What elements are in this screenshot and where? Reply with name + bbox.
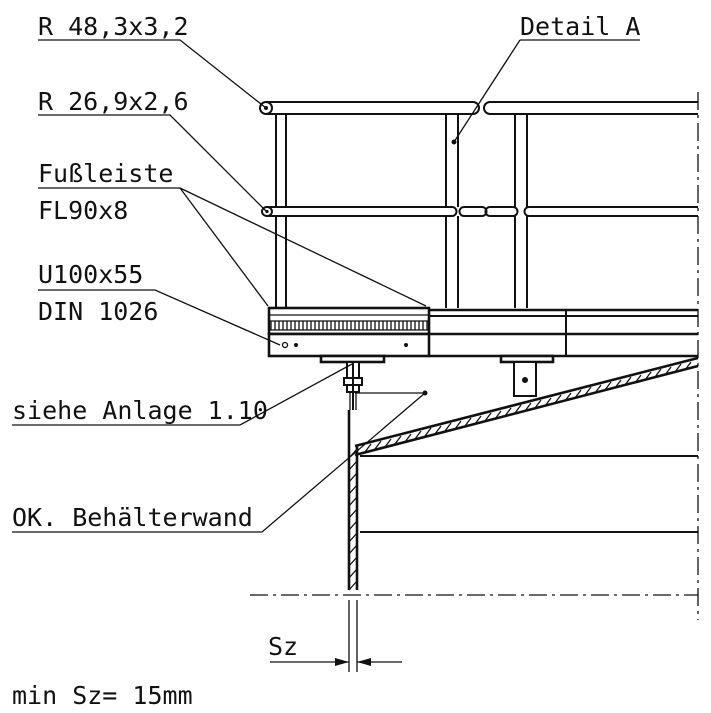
tank-roof bbox=[354, 356, 699, 533]
label-toe-board-name: Fußleiste bbox=[38, 159, 173, 188]
label-min-gap-note: min Sz= 15mm bbox=[12, 681, 193, 710]
label-handrail: R 48,3x3,2 bbox=[38, 12, 189, 41]
label-anchor-ref: siehe Anlage 1.10 bbox=[12, 396, 268, 425]
deck-grating bbox=[429, 308, 698, 336]
bracket-left bbox=[319, 354, 386, 410]
label-toe-board-size: FL90x8 bbox=[38, 196, 128, 225]
toe-board bbox=[267, 306, 431, 336]
leader-lines bbox=[12, 39, 640, 533]
label-detail: Detail A bbox=[520, 12, 640, 41]
knee-rail bbox=[261, 206, 698, 217]
label-knee-rail: R 26,9x2,6 bbox=[38, 87, 189, 116]
label-channel-standard: DIN 1026 bbox=[38, 297, 158, 326]
sz-dimension bbox=[270, 600, 402, 672]
label-gap-symbol: Sz bbox=[268, 632, 298, 661]
handrail bbox=[259, 101, 698, 115]
u-channel-beam bbox=[267, 332, 698, 358]
bracket-right bbox=[499, 354, 555, 397]
tank-wall bbox=[347, 410, 359, 591]
label-tank-wall: OK. Behälterwand bbox=[12, 503, 253, 532]
railing-posts bbox=[275, 114, 528, 308]
label-channel-profile: U100x55 bbox=[38, 260, 143, 289]
